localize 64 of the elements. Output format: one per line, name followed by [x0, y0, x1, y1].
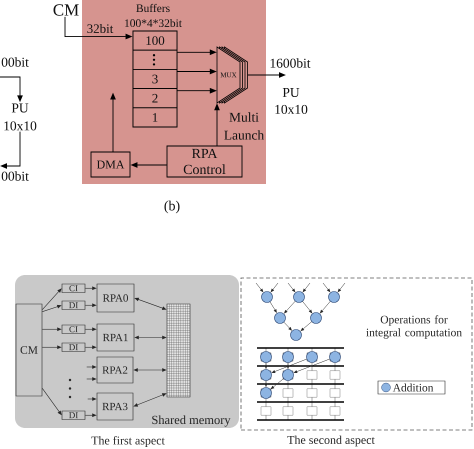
size-label: 100*4*32bit: [125, 18, 182, 28]
edge-label: 00bit: [2, 171, 29, 181]
circle-node: [282, 369, 294, 381]
caption: (b): [164, 200, 180, 214]
arrow: [270, 378, 284, 390]
edge-label: 32bit: [87, 24, 114, 34]
dashed-frame: [240, 278, 472, 430]
text-label: CM: [54, 4, 79, 16]
register-box: CI: [62, 284, 86, 293]
circle-node: [261, 291, 273, 303]
arrow: [322, 282, 330, 292]
process-box: RPA Control: [166, 146, 242, 178]
arrow: [302, 301, 312, 314]
arrow: [294, 358, 330, 374]
arrow: [320, 301, 330, 314]
arrow: [286, 362, 290, 369]
process-box: RPA0: [96, 284, 134, 312]
circle-node: [310, 312, 322, 324]
buffer-cell: 100: [132, 30, 178, 51]
text-label: Shared memory: [152, 415, 231, 427]
circle-node: [260, 369, 272, 381]
arrow: [256, 282, 264, 292]
buffer-cell: 3: [132, 68, 178, 90]
caption: The first aspect: [91, 436, 165, 447]
arrow: [284, 322, 292, 331]
process-box: DMA: [90, 152, 130, 178]
circle-node: [306, 351, 318, 363]
arrow: [264, 362, 268, 369]
arrow: [270, 302, 277, 313]
legend-label: Addition: [392, 383, 434, 392]
text-label: Operations for integral computation: [366, 315, 462, 339]
circle-node: [282, 351, 294, 363]
arrow: [272, 358, 307, 373]
buffer-cell: 2: [132, 88, 178, 108]
register-box: DI: [62, 410, 86, 420]
register-box: DI: [62, 300, 86, 310]
heading: Buffers: [136, 4, 170, 12]
edge-label: Multi Launch: [224, 112, 264, 140]
process-box: CM: [16, 304, 42, 396]
edge-label: 00bit: [2, 57, 29, 67]
edge-label: 1600bit: [270, 58, 310, 68]
circle-node: [290, 329, 302, 341]
arrow: [288, 282, 296, 292]
arrow: [270, 282, 278, 292]
circle-node: [260, 387, 272, 399]
text-label: PU 10x10: [4, 104, 36, 130]
circle-node: [274, 312, 286, 324]
buffer-cell: 1: [132, 107, 178, 128]
text-label: PU 10x10: [275, 88, 308, 114]
caption: The second aspect: [287, 436, 375, 446]
arrow: [338, 282, 346, 292]
circle-node: [328, 291, 340, 303]
register-box: DI: [62, 342, 86, 352]
arrow: [284, 301, 296, 314]
circle-node: [260, 351, 272, 363]
arrow: [300, 322, 312, 332]
circle-node: [293, 291, 305, 303]
register-box: CI: [62, 324, 86, 334]
process-box: RPA2: [96, 356, 134, 384]
arrow: [264, 380, 268, 387]
circle-node: [329, 351, 341, 363]
arrow: [302, 282, 310, 292]
process-box: RPA3: [96, 392, 134, 420]
process-box: RPA1: [96, 324, 134, 352]
